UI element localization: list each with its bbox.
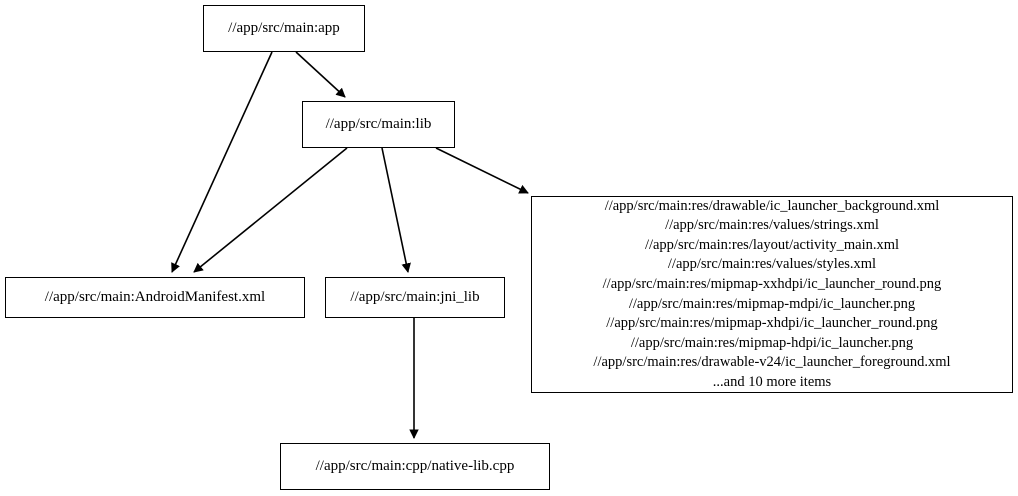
node-lib[interactable]: //app/src/main:lib — [302, 101, 455, 148]
node-res-group-label: //app/src/main:res/drawable/ic_launcher_… — [593, 197, 951, 390]
edge-app-to-lib — [295, 51, 346, 98]
edge-app-to-manifest — [171, 51, 273, 273]
node-android-manifest-label: //app/src/main:AndroidManifest.xml — [44, 289, 266, 305]
node-jni-lib-label: //app/src/main:jni_lib — [350, 289, 480, 305]
node-res-group[interactable]: //app/src/main:res/drawable/ic_launcher_… — [531, 196, 1013, 393]
edge-lib-to-res — [435, 147, 529, 194]
node-app-label: //app/src/main:app — [228, 20, 340, 36]
edge-lib-to-manifest — [193, 147, 348, 273]
node-lib-label: //app/src/main:lib — [325, 116, 432, 132]
node-native-lib-cpp-label: //app/src/main:cpp/native-lib.cpp — [315, 458, 515, 474]
node-jni-lib[interactable]: //app/src/main:jni_lib — [325, 277, 505, 318]
node-android-manifest[interactable]: //app/src/main:AndroidManifest.xml — [5, 277, 305, 318]
edge-lib-to-jni-lib — [381, 147, 411, 273]
node-app[interactable]: //app/src/main:app — [203, 5, 365, 52]
node-native-lib-cpp[interactable]: //app/src/main:cpp/native-lib.cpp — [280, 443, 550, 490]
